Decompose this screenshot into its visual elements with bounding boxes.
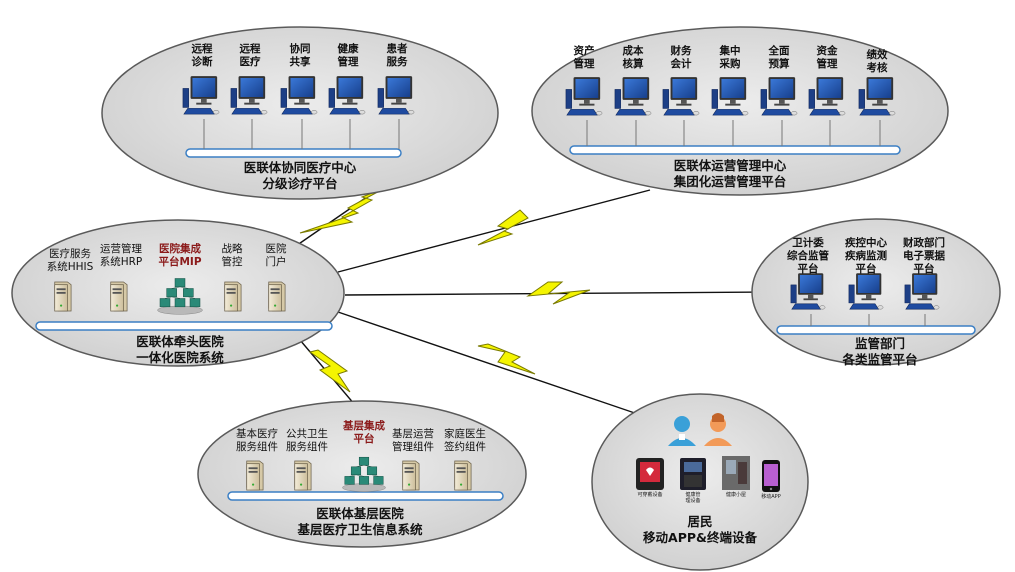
caption-right: 监管部门 各类监管平台 <box>842 336 918 367</box>
server-icon <box>246 460 264 491</box>
wearable-device-icon <box>636 458 664 490</box>
label-hhis: 医疗服务 系统HHIS <box>46 248 94 273</box>
label-mobile-app: 移动APP <box>761 494 781 500</box>
label-mip: 医院集成 平台MIP <box>158 243 202 268</box>
person-orange-icon <box>704 413 732 446</box>
mobile-app-icon <box>762 460 780 492</box>
label-finance-accounting: 财务 会计 <box>670 45 692 70</box>
bus-top-left <box>185 148 402 158</box>
right-computers <box>790 272 940 326</box>
caption-bottom-right: 居民 移动APP&终端设备 <box>643 514 757 545</box>
label-health-commission: 卫计委 综合监管 平台 <box>787 237 829 275</box>
label-basic-medical: 基本医疗 服务组件 <box>236 428 278 453</box>
label-portal: 医院 门户 <box>265 243 287 268</box>
resident-figures <box>668 413 732 446</box>
health-hut-icon <box>722 456 750 490</box>
health-device-icon <box>680 458 706 490</box>
server-icon <box>402 460 420 491</box>
label-full-budget: 全面 预算 <box>768 45 790 70</box>
bolt-bottom-left <box>308 349 351 393</box>
label-central-purchase: 集中 采购 <box>719 45 741 70</box>
person-blue-icon <box>668 416 696 446</box>
caption-bottom-left: 医联体基层医院 基层医疗卫生信息系统 <box>297 506 423 537</box>
label-asset-mgmt: 资产 管理 <box>573 45 595 70</box>
label-health-mgmt: 健康 管理 <box>337 43 359 68</box>
server-icon <box>54 281 72 312</box>
label-collab-share: 协同 共享 <box>289 43 311 68</box>
network-buses <box>35 145 976 501</box>
label-basic-platform: 基层集成 平台 <box>343 420 385 445</box>
ellipse-bottom-left <box>197 400 527 548</box>
label-remote-diagnosis: 远程 诊断 <box>191 43 213 68</box>
label-cost-accounting: 成本 核算 <box>622 45 644 70</box>
caption-top-left: 医联体协同医疗中心 分级诊疗平台 <box>243 160 357 191</box>
bus-right <box>776 325 976 335</box>
caption-hub: 医联体牵头医院 一体化医院系统 <box>136 334 224 365</box>
bolt-right <box>526 281 591 305</box>
bolt-top-right <box>477 209 529 246</box>
connection-lines <box>289 187 771 426</box>
top-right-computers <box>565 76 896 146</box>
label-public-health: 公共卫生 服务组件 <box>286 428 328 453</box>
label-hrp: 运营管理 系统HRP <box>99 243 143 268</box>
top-left-computers <box>182 75 415 149</box>
server-icon <box>224 281 242 312</box>
server-icon <box>294 460 312 491</box>
device-images <box>636 456 780 492</box>
server-icon <box>268 281 286 312</box>
label-finance-dept: 财政部门 电子票据 平台 <box>903 237 945 275</box>
line-to-top-right <box>337 189 651 273</box>
label-basic-ops: 基层运营 管理组件 <box>392 428 434 453</box>
bus-hub <box>35 321 333 331</box>
label-performance: 绩效 考核 <box>866 49 888 74</box>
caption-top-right: 医联体运营管理中心 集团化运营管理平台 <box>673 158 787 189</box>
label-patient-service: 患者 服务 <box>386 43 408 68</box>
label-family-doctor: 家庭医生 签约组件 <box>444 428 486 453</box>
label-remote-medical: 远程 医疗 <box>239 43 261 68</box>
label-fund-mgmt: 资金 管理 <box>816 45 838 70</box>
label-health-device: 健康管 理设备 <box>685 492 701 504</box>
bolt-bottom-right <box>477 343 536 375</box>
bus-top-right <box>569 145 901 155</box>
label-wearable: 可穿戴设备 <box>637 492 663 498</box>
server-icon <box>110 281 128 312</box>
label-health-hut: 健康小屋 <box>725 492 746 498</box>
server-icon <box>454 460 472 491</box>
label-strategy: 战略 管控 <box>221 243 243 268</box>
label-cdc: 疾控中心 疾病监测 平台 <box>845 237 887 275</box>
bus-bottom-left <box>227 491 504 501</box>
line-to-bottom-right <box>337 311 671 426</box>
